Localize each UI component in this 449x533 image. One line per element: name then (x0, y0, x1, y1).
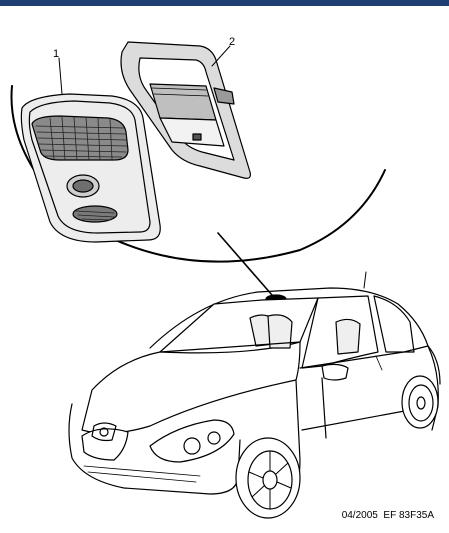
small-lens (72, 205, 118, 223)
reference-date: 04/2005 (341, 510, 378, 521)
detail-leader-line (217, 232, 273, 296)
lens-grille (31, 115, 129, 161)
front-wheel (235, 437, 301, 519)
detail-circle-arc (10, 85, 386, 263)
rear-wheel (401, 375, 439, 429)
antenna (363, 271, 367, 289)
part-2-mounting-frame (120, 41, 251, 179)
header-bar (0, 0, 449, 6)
part-1-lamp-housing (20, 57, 161, 243)
callout-label-1: 1 (53, 48, 60, 60)
document-reference: 04/2005 EF 83F35A (342, 510, 434, 521)
leader-1 (58, 57, 63, 95)
badge-icon (99, 427, 109, 437)
car-body (68, 271, 441, 519)
leader-2 (211, 45, 231, 67)
reference-code: EF 83F35A (383, 510, 434, 521)
callout-label-2: 2 (229, 36, 236, 48)
